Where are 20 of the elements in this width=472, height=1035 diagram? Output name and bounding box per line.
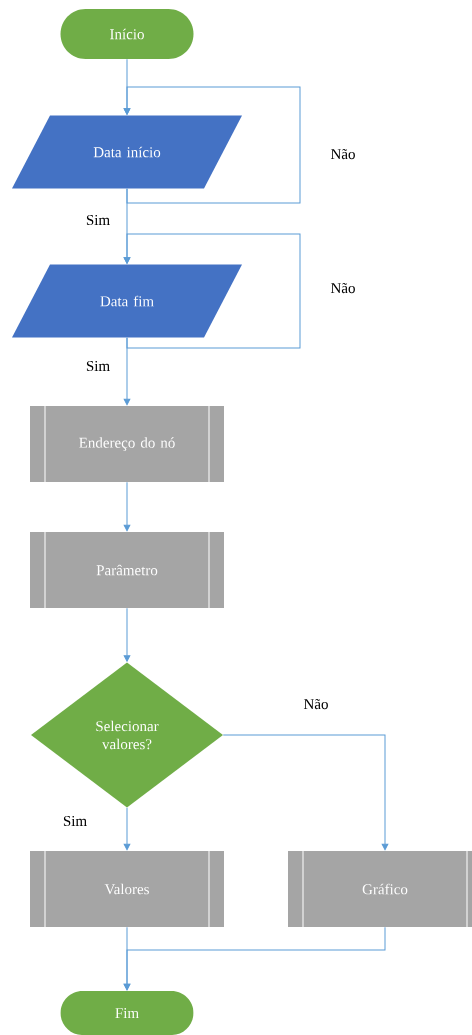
subprocess-box: Gráfico xyxy=(288,850,472,928)
subprocess-box: Endereço do nó xyxy=(30,405,224,483)
edge-label: Sim xyxy=(63,815,87,827)
arrow xyxy=(123,807,131,851)
edge-label: Sim xyxy=(86,360,110,372)
input-parallelogram: Data início xyxy=(12,115,242,189)
arrow xyxy=(123,233,301,349)
edge-label: Não xyxy=(303,698,328,710)
arrow xyxy=(123,481,131,532)
arrow xyxy=(123,86,301,204)
arrow xyxy=(123,607,131,662)
edge-label: Não xyxy=(330,282,355,294)
edge-label: Não xyxy=(330,148,355,160)
arrow xyxy=(222,734,389,851)
arrow xyxy=(123,926,386,991)
input-parallelogram: Data fim xyxy=(12,264,242,338)
subprocess-box: Parâmetro xyxy=(30,531,224,609)
arrow xyxy=(123,337,131,406)
subprocess-box: Valores xyxy=(30,850,224,928)
edge-label: Sim xyxy=(86,214,110,226)
